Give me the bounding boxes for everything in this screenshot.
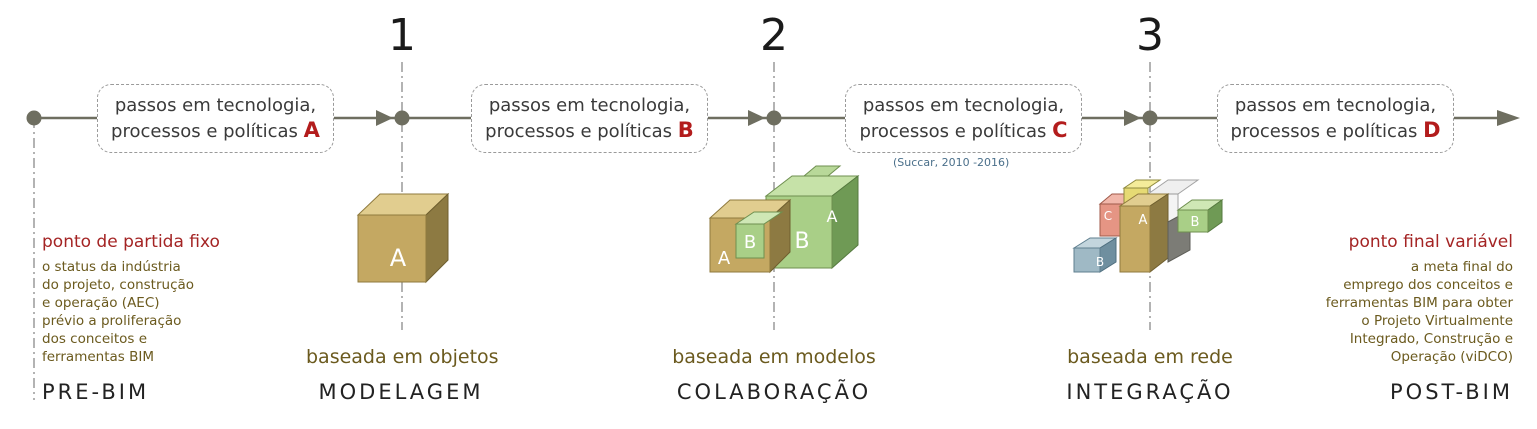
stage-2-subtitle: baseada em modelos — [672, 346, 876, 368]
cube-3-letter-2: A — [1139, 213, 1148, 228]
post-bim-line: Operação (viDCO) — [1390, 349, 1513, 365]
cube-2-letter-4: A — [827, 207, 838, 226]
cube-2-letter-3: B — [794, 229, 809, 254]
pre-bim-label: PRE-BIM — [42, 380, 150, 404]
arrowhead-1 — [376, 110, 393, 126]
post-bim-line: ferramentas BIM para obter — [1325, 295, 1513, 311]
pre-bim-line: ferramentas BIM — [42, 349, 154, 365]
arrowhead-3 — [1124, 110, 1141, 126]
timeline-start-dot — [26, 110, 42, 126]
cube-2-letter-2: B — [744, 232, 756, 253]
timeline-dot-3 — [1142, 110, 1158, 126]
cube-stage-3: C A B B — [1072, 179, 1224, 274]
post-bim-label: POST-BIM — [1390, 380, 1513, 404]
post-bim-line: emprego dos conceitos e — [1343, 277, 1513, 293]
pre-bim-line: do projeto, construção — [42, 277, 195, 293]
step-d-line2-wrap: processos e políticas D — [1230, 118, 1440, 144]
step-a-line2-wrap: processos e políticas A — [111, 118, 320, 144]
pre-bim-heading: ponto de partida fixo — [42, 232, 220, 252]
step-c-line2-wrap: processos e políticas C — [859, 118, 1067, 144]
post-bim-line: o Projeto Virtualmente — [1361, 313, 1513, 329]
pre-bim-line: dos conceitos e — [42, 331, 148, 347]
timeline-dot-1 — [394, 110, 410, 126]
step-box-b: passos em tecnologia, processos e políti… — [471, 84, 708, 153]
step-a-letter: A — [303, 118, 320, 142]
stage-1-label: MODELAGEM — [318, 380, 484, 404]
stage-number-2: 2 — [760, 10, 788, 61]
arrowhead-end — [1497, 110, 1520, 126]
stage-3-subtitle: baseada em rede — [1067, 346, 1233, 368]
pre-bim-description: o status da indústria do projeto, constr… — [42, 258, 242, 366]
step-d-line2: processos e políticas — [1230, 121, 1418, 142]
post-bim-heading: ponto final variável — [1348, 232, 1513, 252]
cube-1-letter: A — [390, 244, 407, 272]
step-a-line2: processos e políticas — [111, 121, 298, 142]
post-bim-line: a meta final do — [1410, 259, 1513, 275]
step-box-a: passos em tecnologia, processos e políti… — [97, 84, 334, 153]
pre-bim-line: prévio a proliferação — [42, 313, 182, 329]
step-b-line2: processos e políticas — [485, 121, 673, 142]
source-credit: (Succar, 2010 -2016) — [893, 156, 1010, 169]
cube-3-letter-4: B — [1191, 215, 1200, 230]
step-d-line1: passos em tecnologia, — [1234, 95, 1437, 116]
step-a-line1: passos em tecnologia, — [114, 95, 317, 116]
step-box-c: passos em tecnologia, processos e políti… — [845, 84, 1082, 153]
step-b-line1: passos em tecnologia, — [488, 95, 691, 116]
cube-stage-1: A — [356, 192, 450, 284]
stage-3-label: INTEGRAÇÃO — [1066, 380, 1234, 404]
step-c-line2: processos e políticas — [859, 121, 1047, 142]
cube-2-letter-1: A — [718, 248, 731, 269]
step-c-line1: passos em tecnologia, — [862, 95, 1065, 116]
step-c-letter: C — [1052, 118, 1068, 142]
stage-2-label: COLABORAÇÃO — [676, 380, 872, 404]
post-bim-description: a meta final do emprego dos conceitos e … — [1273, 258, 1513, 366]
arrowhead-2 — [748, 110, 765, 126]
step-b-letter: B — [677, 118, 694, 142]
stage-number-3: 3 — [1136, 10, 1164, 61]
step-d-letter: D — [1423, 118, 1441, 142]
timeline-dot-2 — [766, 110, 782, 126]
pre-bim-line: o status da indústria — [42, 259, 181, 275]
stage-1-subtitle: baseada em objetos — [306, 346, 499, 368]
cube-stage-2: B A A B — [708, 165, 860, 274]
step-b-line2-wrap: processos e políticas B — [485, 118, 694, 144]
cube-3-letter-3: B — [1096, 255, 1104, 269]
cube-3-letter-1: C — [1104, 209, 1112, 223]
pre-bim-line: e operação (AEC) — [42, 295, 160, 311]
stage-number-1: 1 — [388, 10, 416, 61]
step-box-d: passos em tecnologia, processos e políti… — [1217, 84, 1454, 153]
post-bim-line: Integrado, Construção e — [1349, 331, 1513, 347]
